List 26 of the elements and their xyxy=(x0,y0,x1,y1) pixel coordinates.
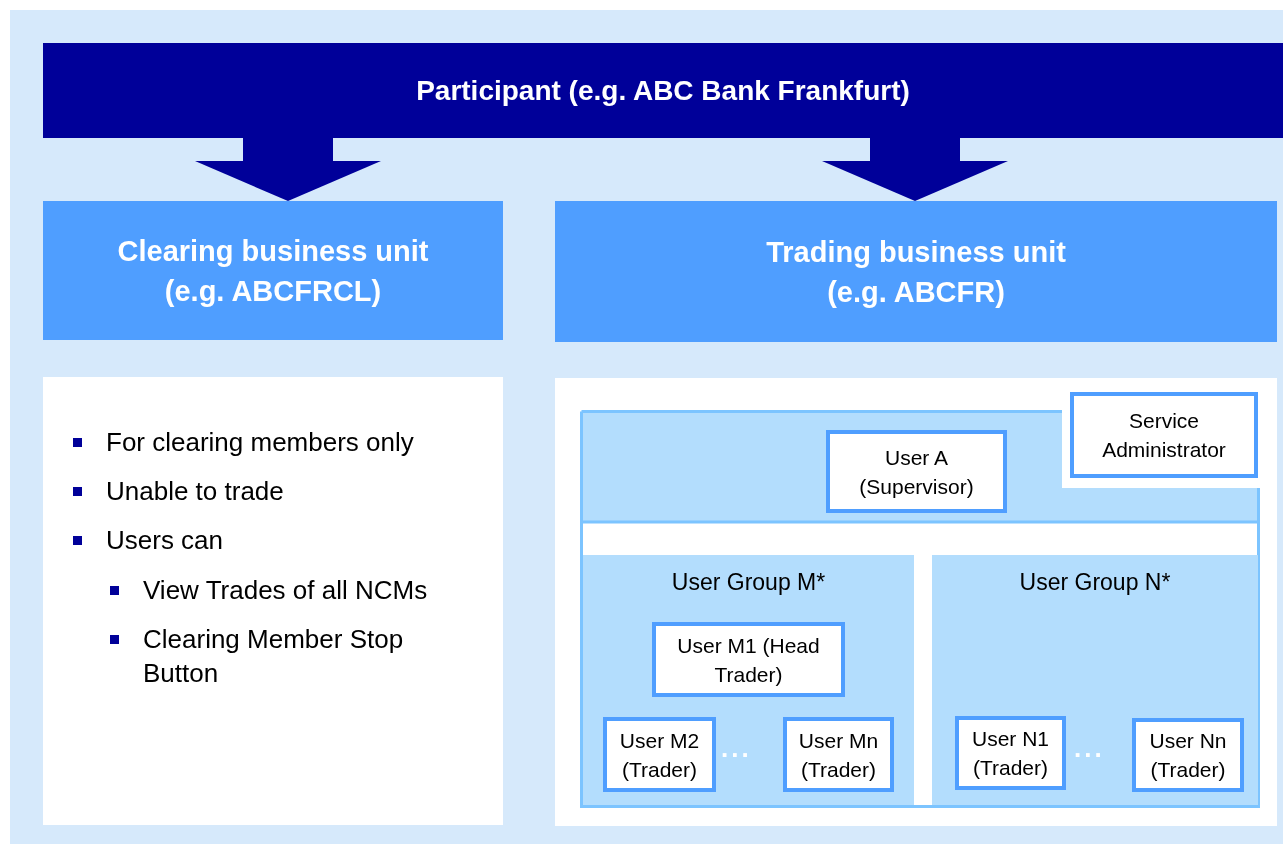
bullet-text: Users can xyxy=(106,524,225,557)
group-title: User Group N* xyxy=(1018,568,1172,597)
bullet-text: Unable to trade xyxy=(106,475,285,508)
content-panel xyxy=(555,378,1277,826)
ellipsis-text: ... xyxy=(1074,733,1105,764)
user-box: User M1 (Head Trader) xyxy=(652,622,845,697)
block-arrow xyxy=(195,138,381,201)
bullet-text: Clearing Member Stop Button xyxy=(143,623,405,690)
bullet-text: For clearing members only xyxy=(106,426,415,459)
header-bar: Participant (e.g. ABC Bank Frankfurt) xyxy=(43,43,1283,138)
business-unit-box: Clearing business unit (e.g. ABCFRCL) xyxy=(43,201,503,340)
user-box: User M2 (Trader) xyxy=(603,717,716,792)
user-box: User N1 (Trader) xyxy=(955,716,1066,790)
user-frame xyxy=(580,410,1260,808)
business-unit-box: Trading business unit (e.g. ABCFR) xyxy=(555,201,1277,342)
user-box: Service Administrator xyxy=(1070,392,1258,478)
bullet-list-panel xyxy=(43,377,503,825)
block-arrow xyxy=(822,138,1008,201)
user-box: User A (Supervisor) xyxy=(826,430,1007,513)
group-title: User Group M* xyxy=(670,568,827,597)
user-group-box xyxy=(583,555,914,805)
ellipsis-text: ... xyxy=(721,733,752,764)
user-box: User Nn (Trader) xyxy=(1132,718,1244,792)
user-group-box xyxy=(932,555,1258,805)
user-box: User Mn (Trader) xyxy=(783,717,894,792)
bullet-text: View Trades of all NCMs xyxy=(143,574,429,607)
